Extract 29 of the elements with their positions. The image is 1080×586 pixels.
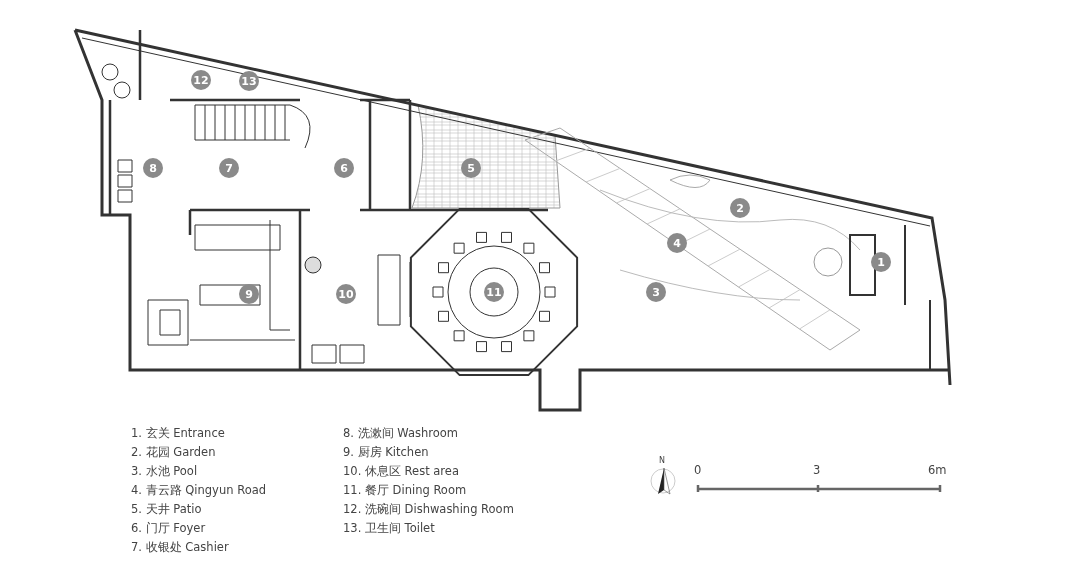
legend-item: 10. 休息区 Rest area [343, 464, 459, 479]
scale-label: 6m [928, 463, 947, 477]
legend-item: 3. 水池 Pool [131, 464, 198, 479]
room-number: 1 [871, 252, 891, 272]
room-number: 3 [646, 282, 666, 302]
room-number: 11 [484, 282, 504, 302]
room-number: 13 [239, 71, 259, 91]
legend-item: 1. 玄关 Entrance [131, 426, 225, 441]
room-number: 9 [239, 284, 259, 304]
legend-item: 7. 收银处 Cashier [131, 540, 229, 555]
legend-item: 13. 卫生间 Toilet [343, 521, 435, 536]
room-number: 2 [730, 198, 750, 218]
legend-item: 8. 洗漱间 Washroom [343, 426, 458, 441]
legend-item: 4. 青云路 Qingyun Road [131, 483, 266, 498]
legend-item: 6. 门厅 Foyer [131, 521, 206, 536]
scale-label: 0 [694, 463, 702, 477]
room-number: 4 [667, 233, 687, 253]
north-label: N [659, 456, 665, 465]
legend-item: 12. 洗碗间 Dishwashing Room [343, 502, 514, 517]
legend-item: 11. 餐厅 Dining Room [343, 483, 467, 498]
room-number: 6 [334, 158, 354, 178]
legend-item: 9. 厨房 Kitchen [343, 445, 429, 460]
room-number: 12 [191, 70, 211, 90]
scale-label: 3 [813, 463, 821, 477]
room-number: 10 [336, 284, 356, 304]
room-number: 7 [219, 158, 239, 178]
legend-item: 5. 天井 Patio [131, 502, 202, 517]
room-number: 8 [143, 158, 163, 178]
legend-item: 2. 花园 Garden [131, 445, 216, 460]
